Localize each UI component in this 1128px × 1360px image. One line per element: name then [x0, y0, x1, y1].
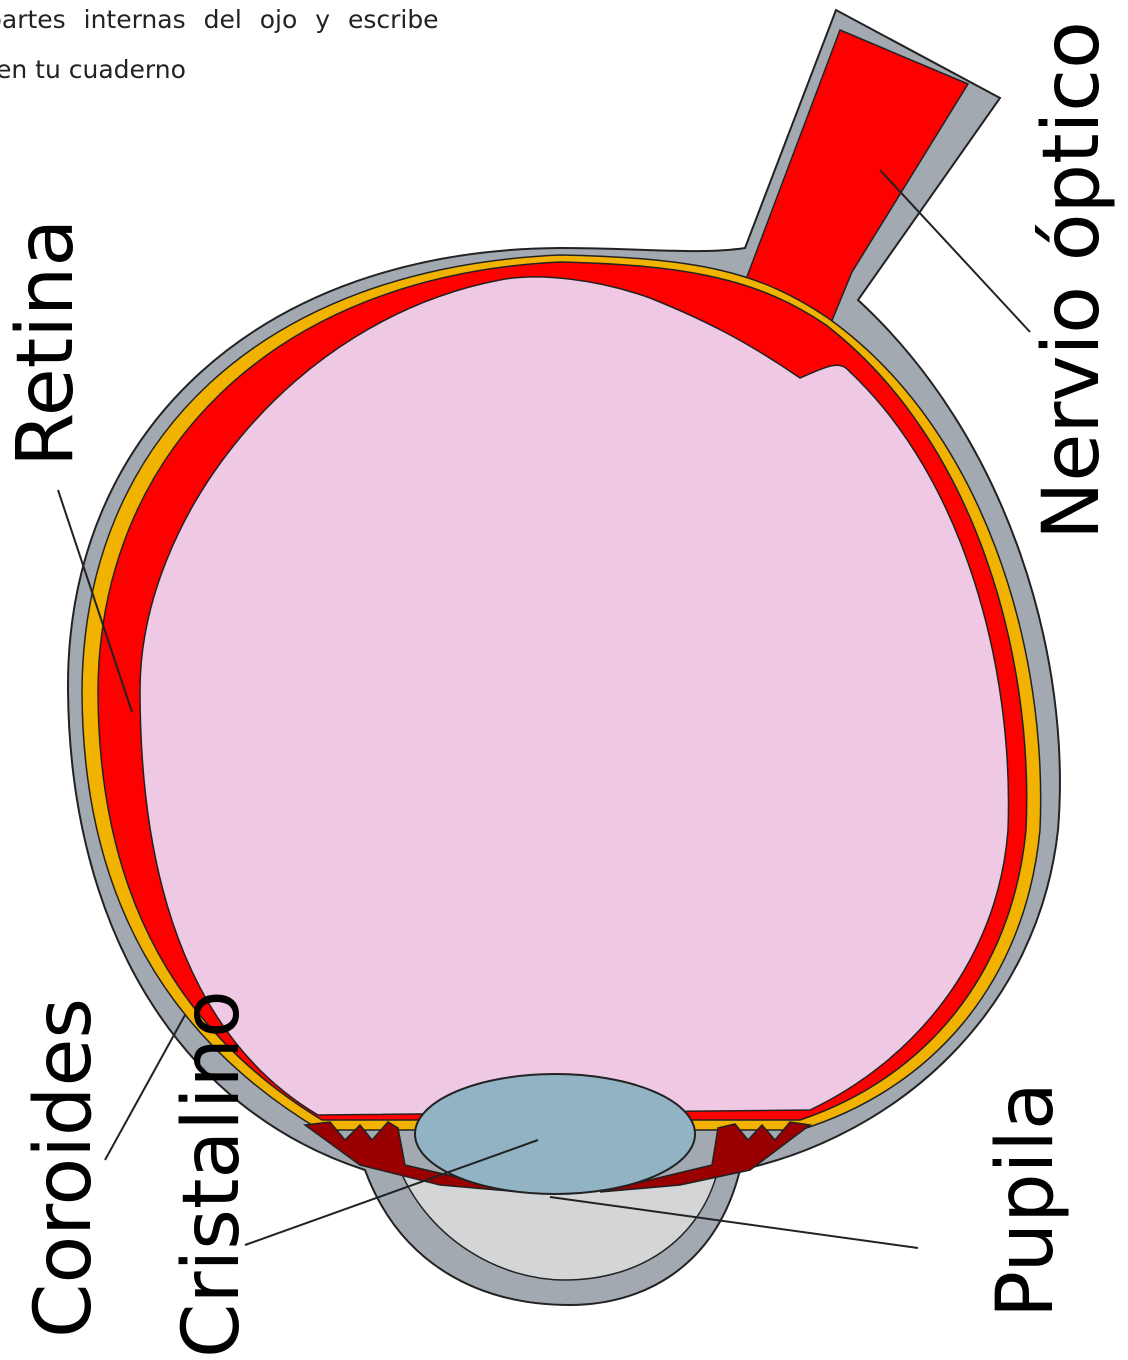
label-nervio-optico: Nervio óptico	[1027, 21, 1117, 540]
label-coroides: Coroides	[19, 998, 109, 1338]
leader-line-nervio-optico	[880, 170, 1030, 332]
lens	[415, 1074, 695, 1194]
label-pupila: Pupila	[981, 1082, 1071, 1318]
label-cristalino: Cristalino	[167, 990, 257, 1358]
label-retina: Retina	[1, 219, 91, 467]
